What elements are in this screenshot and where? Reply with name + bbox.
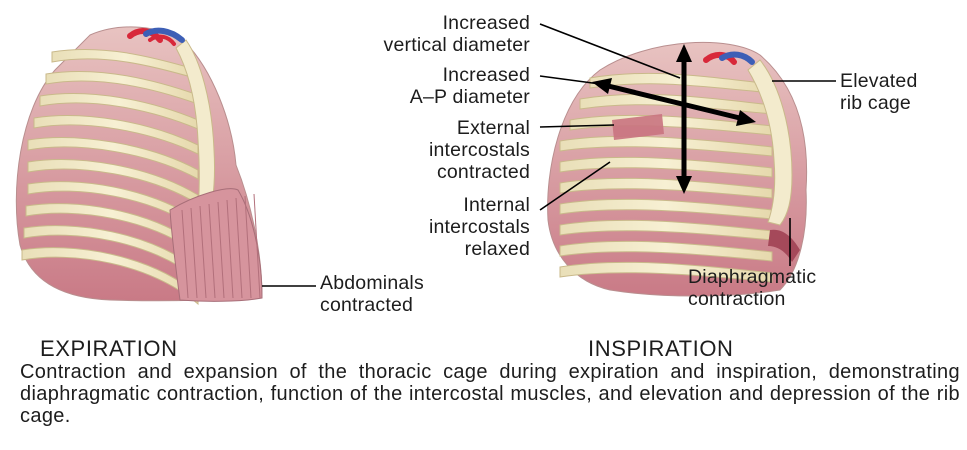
- title-inspiration: INSPIRATION: [588, 337, 734, 361]
- expiration-thorax: [16, 27, 262, 304]
- label-external-intercostals: External intercostals contracted: [320, 117, 530, 183]
- label-increased-vertical-diameter: Increased vertical diameter: [268, 12, 530, 56]
- title-expiration: EXPIRATION: [40, 337, 178, 361]
- figure-caption: Contraction and expansion of the thoraci…: [20, 361, 960, 427]
- label-abdominals-contracted: Abdominals contracted: [320, 272, 500, 316]
- label-diaphragmatic-contraction: Diaphragmatic contraction: [688, 266, 888, 310]
- label-internal-intercostals: Internal intercostals relaxed: [320, 194, 530, 260]
- label-elevated-rib-cage: Elevated rib cage: [840, 70, 960, 114]
- label-increased-ap-diameter: Increased A–P diameter: [300, 64, 530, 108]
- inspiration-thorax: [548, 42, 807, 296]
